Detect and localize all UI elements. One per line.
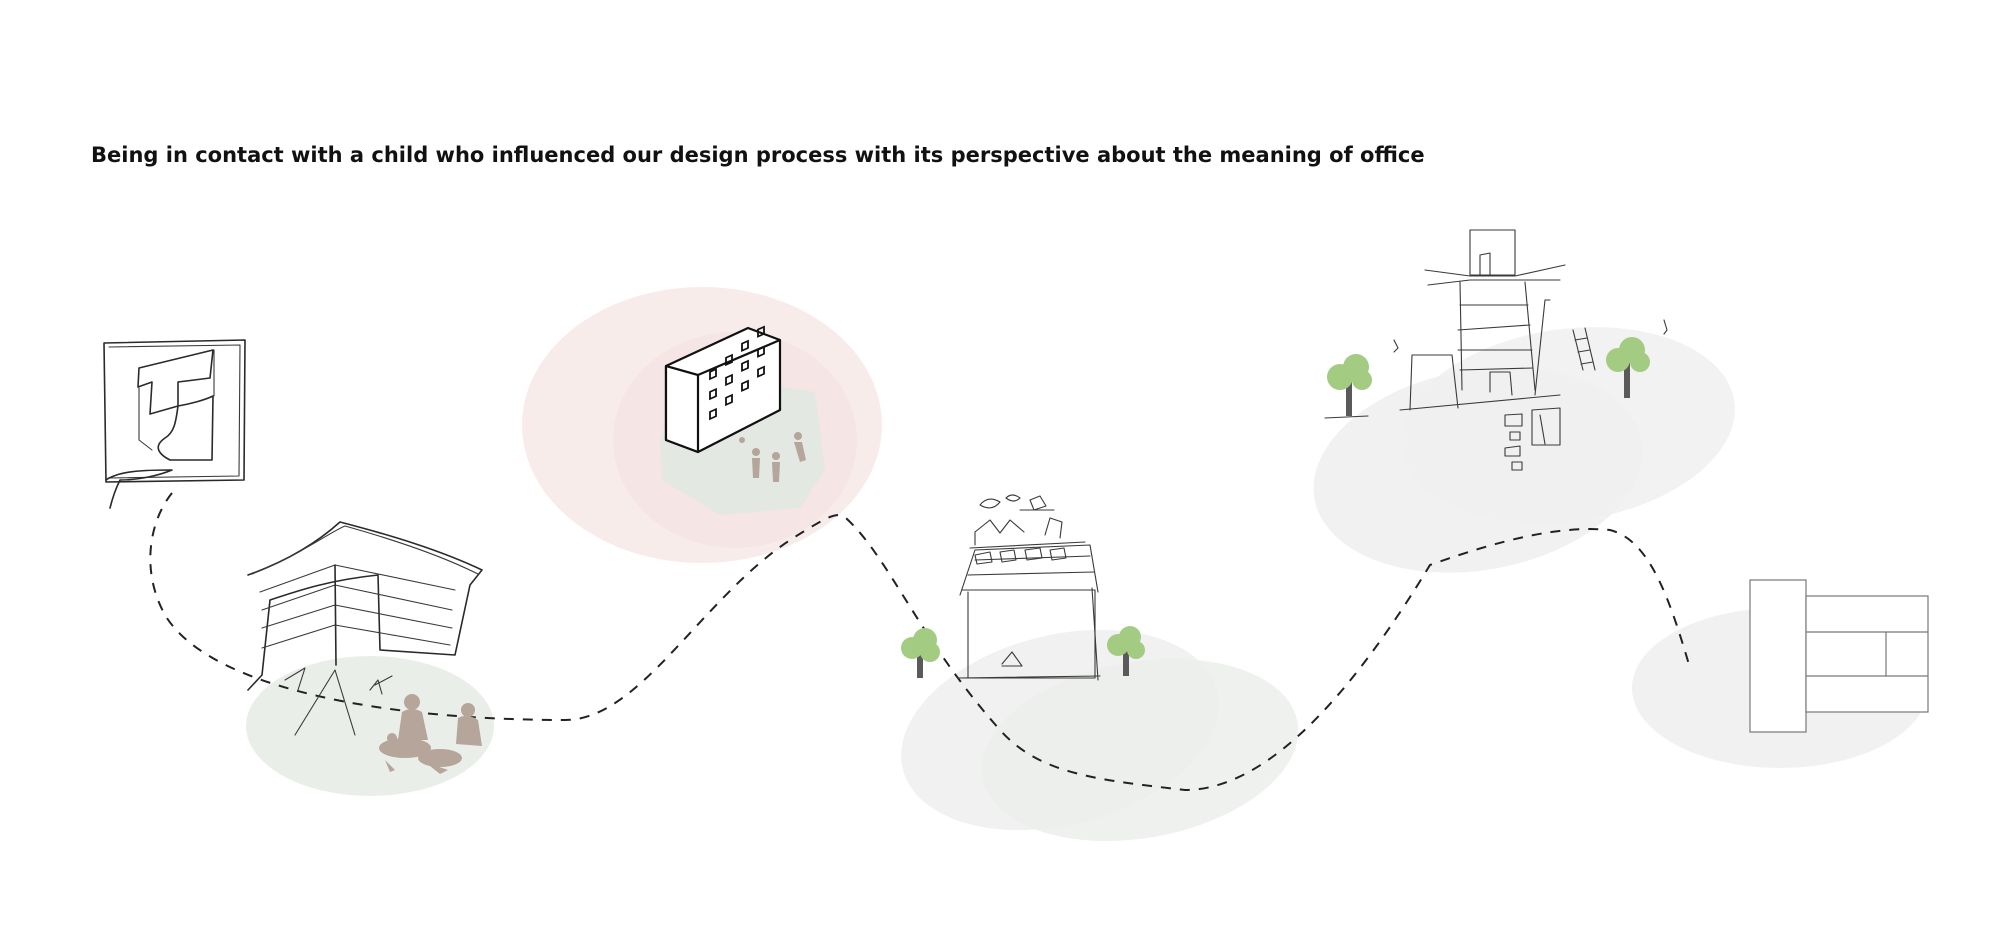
journey-dashed-path (149, 492, 1691, 792)
walking-figures (739, 432, 806, 482)
block-windows (709, 325, 765, 421)
ground-stage1 (246, 656, 494, 796)
tree-left-stage4 (1327, 354, 1372, 416)
shelter-sketch (247, 521, 483, 774)
child-drawing-sketch (103, 339, 246, 509)
tower-sketch-stage3 (901, 494, 1145, 681)
ground-stage3-b (981, 658, 1299, 842)
office-block-isometric (664, 325, 806, 482)
tower-sketch-stage4 (1324, 229, 1668, 471)
ground-stage4-b (1401, 327, 1735, 523)
tree-right-stage3 (1107, 626, 1145, 676)
final-plan-diagram (1749, 579, 1929, 733)
diagram-caption: Being in contact with a child who influe… (91, 143, 1425, 167)
tree-right-stage4 (1606, 337, 1650, 398)
ground-blobs (246, 287, 1928, 842)
tree-left-stage3 (901, 628, 940, 678)
playing-figures (379, 694, 482, 774)
